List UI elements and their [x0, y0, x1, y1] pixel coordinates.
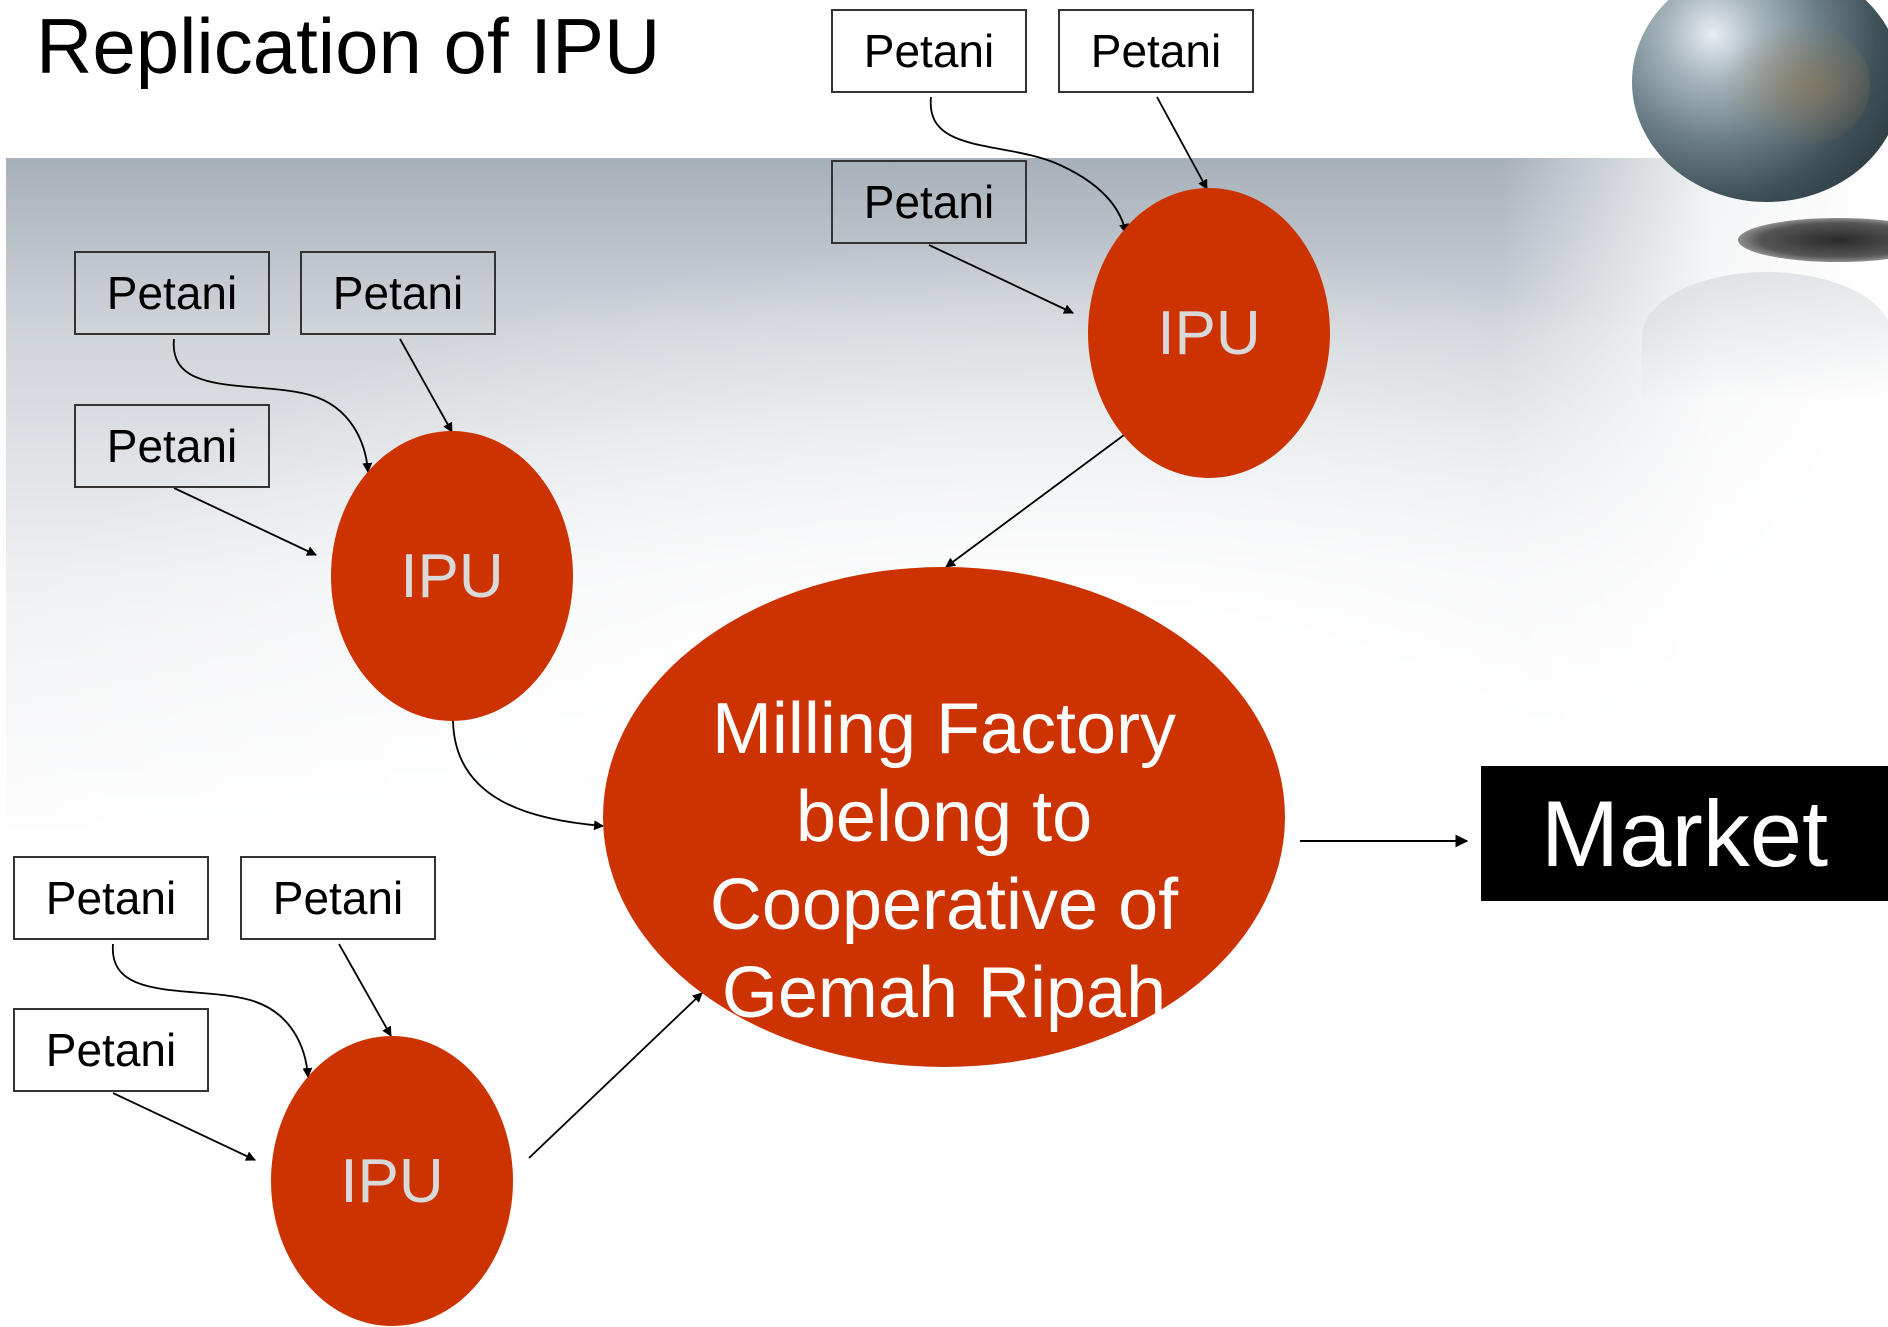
market-label: Market	[1540, 780, 1829, 886]
milling-factory-node: Milling Factory belong to Cooperative of…	[603, 567, 1285, 1067]
ipu-label: IPU	[400, 541, 504, 611]
petani-box: Petani	[74, 404, 270, 488]
ipu-label: IPU	[1157, 298, 1261, 368]
petani-box: Petani	[831, 9, 1027, 93]
arrow-petani-b-to-ipu-top	[1156, 96, 1208, 190]
arrow-petani-i-to-ipu-bottom	[112, 1092, 256, 1161]
petani-box: Petani	[13, 1008, 209, 1092]
arrow-ipu-mid-to-factory	[452, 720, 604, 831]
arrow-ipu-bottom-to-factory	[528, 992, 703, 1159]
ipu-node: IPU	[271, 1036, 513, 1326]
petani-box: Petani	[74, 251, 270, 335]
petani-label: Petani	[45, 872, 177, 924]
petani-box: Petani	[240, 856, 436, 940]
arrow-petani-d-to-ipu-mid	[173, 338, 373, 473]
petani-label: Petani	[272, 872, 404, 924]
page-title: Replication of IPU	[36, 2, 661, 90]
globe-reflection	[1642, 272, 1888, 402]
arrow-petani-a-to-ipu-top	[930, 96, 1129, 234]
petani-box: Petani	[831, 160, 1027, 244]
arrow-petani-c-to-ipu-top	[928, 244, 1074, 314]
arrow-ipu-top-to-factory	[945, 434, 1125, 568]
ipu-label: IPU	[340, 1146, 444, 1216]
arrow-petani-h-to-ipu-bottom	[338, 943, 392, 1037]
arrow-petani-g-to-ipu-bottom	[112, 943, 313, 1078]
arrow-petani-f-to-ipu-mid	[173, 487, 317, 556]
petani-label: Petani	[863, 176, 995, 228]
factory-line-2: belong to	[795, 777, 1093, 857]
factory-line-3: Cooperative of	[709, 865, 1179, 945]
globe-land-highlight	[1720, 20, 1870, 150]
petani-box: Petani	[1058, 9, 1254, 93]
market-box: Market	[1481, 766, 1888, 901]
petani-label: Petani	[332, 267, 464, 319]
factory-line-1: Milling Factory	[711, 689, 1177, 769]
petani-label: Petani	[45, 1024, 177, 1076]
petani-box: Petani	[13, 856, 209, 940]
petani-label: Petani	[106, 420, 238, 472]
milling-factory-text: Milling Factory belong to Cooperative of…	[664, 685, 1224, 1037]
ipu-node: IPU	[1088, 188, 1330, 478]
petani-box: Petani	[300, 251, 496, 335]
globe-shadow	[1738, 218, 1888, 262]
petani-label: Petani	[1090, 25, 1222, 77]
petani-label: Petani	[863, 25, 995, 77]
background-band-fade	[1500, 158, 1888, 858]
ipu-node: IPU	[331, 431, 573, 721]
petani-label: Petani	[106, 267, 238, 319]
factory-line-4: Gemah Ripah	[721, 953, 1167, 1033]
arrow-petani-e-to-ipu-mid	[399, 338, 453, 433]
